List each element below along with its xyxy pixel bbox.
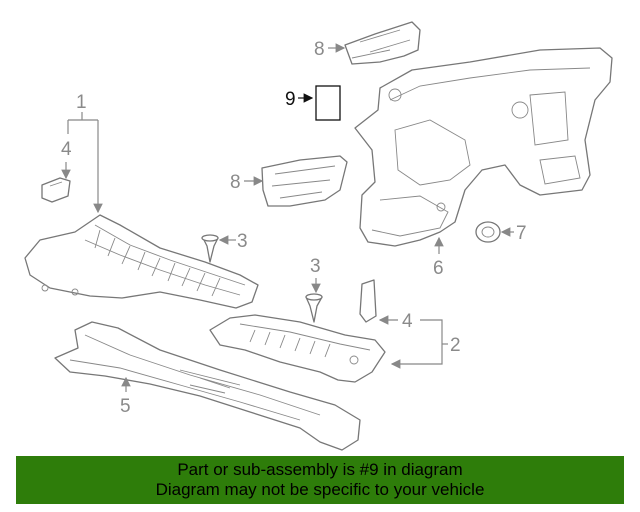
callout-9: 9 bbox=[285, 89, 296, 110]
parts-diagram: 1 4 3 3 4 2 5 6 7 8 8 9 bbox=[24, 21, 613, 451]
cowl-vent-panel-part bbox=[24, 214, 259, 309]
banner-line-disclaimer: Diagram may not be specific to your vehi… bbox=[155, 480, 485, 499]
callout-4-left: 4 bbox=[61, 139, 72, 160]
bracket-left-part bbox=[41, 177, 71, 203]
callout-6: 6 bbox=[433, 258, 444, 279]
callout-5: 5 bbox=[120, 396, 131, 417]
part-9-placeholder-box bbox=[315, 85, 341, 121]
callout-1: 1 bbox=[76, 92, 87, 113]
plenum-support-part bbox=[54, 321, 361, 451]
callout-3-lower: 3 bbox=[310, 256, 321, 277]
callout-7: 7 bbox=[516, 223, 527, 244]
insulator-lower-part bbox=[261, 155, 348, 207]
pushpin-lower-part bbox=[305, 293, 323, 323]
dash-panel-part bbox=[354, 47, 613, 247]
callout-8-lower: 8 bbox=[230, 172, 241, 193]
pushpin-upper-part bbox=[201, 234, 219, 263]
cowl-panel-part bbox=[209, 314, 386, 383]
grommet-part bbox=[475, 221, 501, 243]
bracket-right-part bbox=[359, 279, 377, 323]
callout-8-upper: 8 bbox=[314, 39, 325, 60]
insulator-upper-part bbox=[344, 21, 421, 65]
part-info-banner: Part or sub-assembly is #9 in diagram Di… bbox=[16, 456, 624, 504]
callout-4-right: 4 bbox=[402, 311, 413, 332]
banner-line-part-number: Part or sub-assembly is #9 in diagram bbox=[177, 460, 463, 479]
callout-3-upper: 3 bbox=[237, 231, 248, 252]
callout-2: 2 bbox=[450, 335, 461, 356]
